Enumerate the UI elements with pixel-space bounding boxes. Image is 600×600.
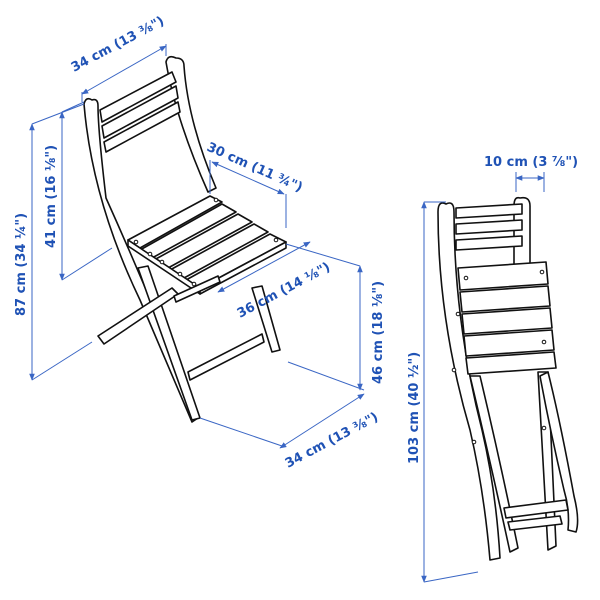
dim-total-height: 87 cm (34 ¼") (14, 103, 93, 381)
folded-crossbar-2 (507, 515, 563, 531)
screw-hole (147, 251, 153, 257)
folded-back-rail-left (437, 202, 501, 561)
folded-seat-slat-4 (463, 329, 555, 357)
base-width-label: 34 cm (13 ⅜") (283, 410, 381, 472)
folded-depth-label: 10 cm (3 ⅞") (484, 155, 578, 170)
folded-backrest-slat-3 (455, 235, 523, 251)
screw-hole (541, 425, 547, 431)
backrest-height-label: 41 cm (16 ⅛") (44, 145, 59, 248)
screw-hole (463, 275, 469, 281)
screw-hole (471, 439, 477, 445)
back-width-label: 34 cm (13 ⅜") (69, 14, 167, 76)
seat-depth-label: 36 cm (14 ⅛") (235, 260, 333, 322)
screw-hole (455, 311, 461, 317)
folded-seat-slat-1 (457, 261, 549, 291)
folded-height-label: 103 cm (40 ½") (407, 352, 422, 464)
screw-hole (177, 271, 183, 277)
screw-hole (213, 197, 219, 203)
dim-folded-depth: 10 cm (3 ⅞") (484, 155, 578, 192)
seat-height-label: 46 cm (18 ⅛") (371, 281, 386, 384)
total-height-label: 87 cm (34 ¼") (14, 213, 29, 316)
folded-seat-slat-2 (459, 285, 551, 313)
dim-folded-height: 103 cm (40 ½") (407, 201, 479, 583)
folded-seat-slat-5 (465, 351, 557, 375)
backrest-slat-3 (103, 101, 181, 153)
folded-backrest-slat-2 (455, 219, 523, 235)
screw-hole (133, 239, 139, 245)
unfolded-chair-drawing (83, 55, 287, 423)
folded-chair-drawing (437, 196, 579, 561)
seat-width-label: 30 cm (11 ¾") (204, 140, 304, 196)
dim-base-width: 34 cm (13 ⅜") (199, 393, 381, 472)
folded-crossbar-1 (503, 499, 569, 519)
folded-backrest-slat-1 (455, 203, 523, 219)
screw-hole (191, 281, 197, 287)
screw-hole (159, 259, 165, 265)
screw-hole (539, 269, 545, 275)
dim-seat-height: 46 cm (18 ⅛") (287, 265, 386, 391)
folded-seat-slat-3 (461, 307, 553, 335)
screw-hole (273, 237, 279, 243)
backrest-slat-2 (101, 85, 179, 139)
dim-backrest-height: 41 cm (16 ⅛") (44, 101, 113, 281)
screw-hole (541, 339, 547, 345)
lower-crossbar-right (187, 333, 265, 381)
folded-back-leg-right (539, 371, 579, 533)
screw-hole (451, 367, 457, 373)
